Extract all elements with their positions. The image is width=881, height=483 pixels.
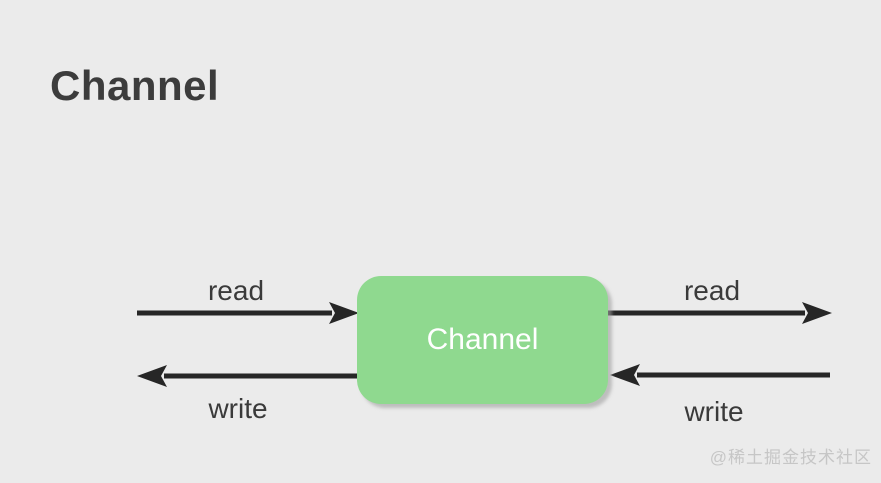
- watermark: @稀土掘金技术社区: [709, 448, 872, 467]
- arrow-right-write: [610, 364, 830, 386]
- arrow-left-write: [137, 365, 357, 387]
- page-title: Channel: [50, 62, 220, 110]
- label-left-write: write: [208, 393, 268, 424]
- channel-node: Channel: [357, 276, 608, 404]
- arrow-right-read: [607, 302, 832, 324]
- channel-node-label: Channel: [426, 323, 539, 356]
- label-left-read: read: [207, 275, 265, 306]
- label-right-write: write: [684, 396, 744, 427]
- arrow-left-read: [137, 302, 359, 324]
- label-right-read: read: [683, 275, 741, 306]
